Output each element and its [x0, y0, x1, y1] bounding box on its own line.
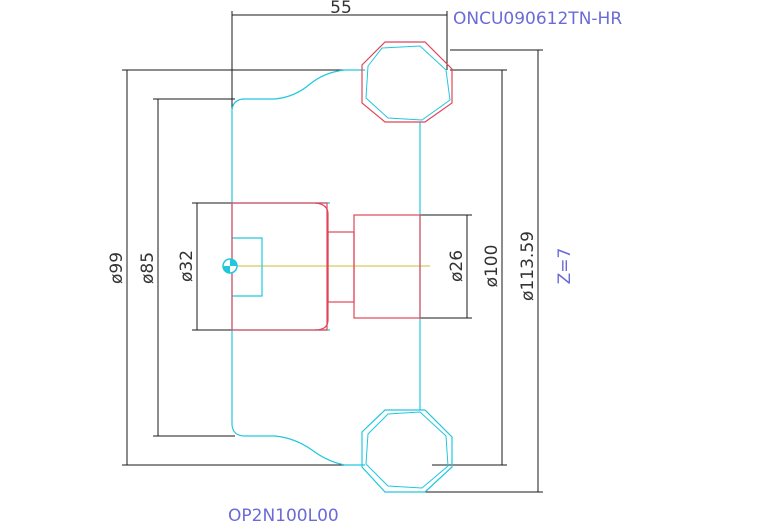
- bottom-insert: [361, 409, 453, 493]
- dim-d26: ø26: [447, 250, 467, 282]
- cutter-body-outline: [231, 69, 421, 466]
- dim-d100: ø100: [482, 245, 502, 288]
- dim-d32: ø32: [177, 250, 197, 282]
- dim-d113: ø113.59: [518, 231, 538, 301]
- label-teeth: Z=7: [555, 248, 575, 285]
- dim-d99: ø99: [107, 252, 127, 284]
- label-insert-code: ONCU090612TN-HR: [453, 9, 622, 29]
- dimension-lines: [122, 11, 543, 493]
- dim-d85: ø85: [138, 252, 158, 284]
- top-insert: [361, 41, 453, 123]
- dim-width-55: 55: [330, 0, 352, 18]
- label-body-code: OP2N100L00: [228, 506, 339, 523]
- center-marker: [222, 258, 238, 274]
